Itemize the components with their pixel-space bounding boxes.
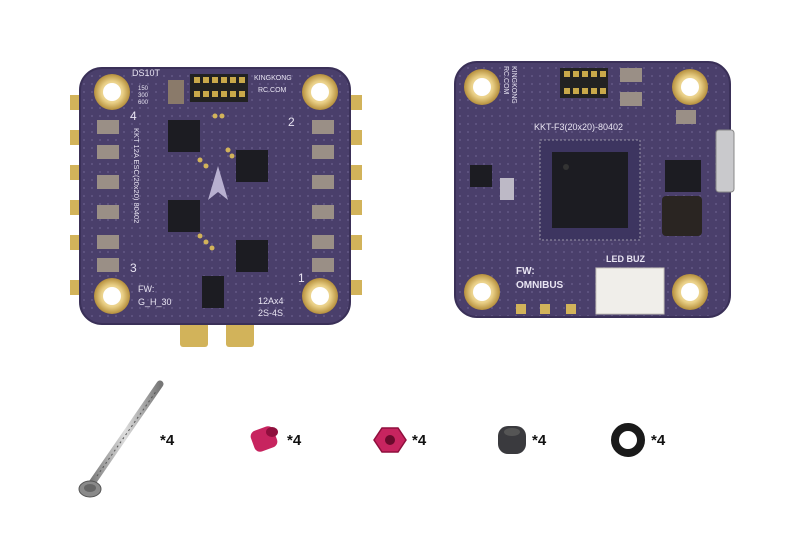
fc-model: KKT-F3(20x20)-80402 xyxy=(534,122,623,132)
screw-icon xyxy=(78,380,164,498)
fc-mount-holes xyxy=(464,69,708,310)
esc-small-pads xyxy=(197,113,235,251)
esc-board: DS10T KINGKONG RC.COM 150 300 600 1 2 3 … xyxy=(70,67,362,347)
fc-port-label: LED BUZ xyxy=(606,254,645,264)
standoff-icon xyxy=(250,426,278,452)
fc-board: KINGKONG RC.COM KKT-F3(20x20)-80402 FW: … xyxy=(454,61,735,318)
esc-capacitor xyxy=(168,80,184,104)
esc-side-text: KKT 12A ESC(20x20) 80402 xyxy=(132,128,141,223)
esc-fw-label: FW: xyxy=(138,284,154,294)
fc-header-pins xyxy=(560,68,608,98)
screw-quantity: *4 xyxy=(160,432,175,449)
esc-motor-num-3: 3 xyxy=(130,261,137,275)
esc-pcb xyxy=(79,67,351,325)
esc-side-num-2: 300 xyxy=(138,93,149,99)
esc-driver-chips xyxy=(168,120,268,272)
fc-caps xyxy=(620,68,696,124)
esc-cells: 2S-4S xyxy=(258,308,283,318)
esc-top-label: DS10T xyxy=(132,68,161,78)
fc-mcu-chip xyxy=(539,139,641,241)
esc-side-num-1: 150 xyxy=(138,86,149,92)
esc-motor-num-4: 4 xyxy=(130,109,137,123)
nut-icon xyxy=(373,427,407,453)
fc-fw-label: FW: xyxy=(516,266,535,277)
nut-quantity: *4 xyxy=(412,432,427,449)
esc-brand: KINGKONG xyxy=(254,75,292,82)
esc-header-pins xyxy=(190,74,248,102)
fc-bottom-pads xyxy=(516,304,576,314)
damper-quantity: *4 xyxy=(532,432,547,449)
fc-fw-value: OMNIBUS xyxy=(516,280,564,291)
fc-site: RC.COM xyxy=(502,66,509,95)
esc-side-num-3: 600 xyxy=(138,100,149,106)
fc-brand: KINGKONG xyxy=(510,66,517,104)
fc-crystal xyxy=(500,178,514,200)
esc-arrow-mark xyxy=(208,166,228,200)
o-ring-icon xyxy=(611,423,645,457)
esc-regulator xyxy=(202,276,224,308)
standoff-quantity: *4 xyxy=(287,432,302,449)
esc-mount-holes xyxy=(94,74,338,314)
fc-led-buz-connector xyxy=(595,267,665,315)
esc-fw-value: G_H_30 xyxy=(138,297,172,307)
esc-rating: 12Ax4 xyxy=(258,296,284,306)
esc-site: RC.COM xyxy=(258,87,287,94)
fc-inductor xyxy=(662,196,702,236)
esc-mosfets xyxy=(97,120,334,272)
fc-small-chip xyxy=(470,165,492,187)
esc-motor-num-2: 2 xyxy=(288,115,295,129)
damper-icon xyxy=(498,426,526,454)
fc-usb-port xyxy=(715,129,735,193)
o-ring-quantity: *4 xyxy=(651,432,666,449)
esc-motor-num-1: 1 xyxy=(298,271,305,285)
fc-gyro-chip xyxy=(665,160,701,192)
